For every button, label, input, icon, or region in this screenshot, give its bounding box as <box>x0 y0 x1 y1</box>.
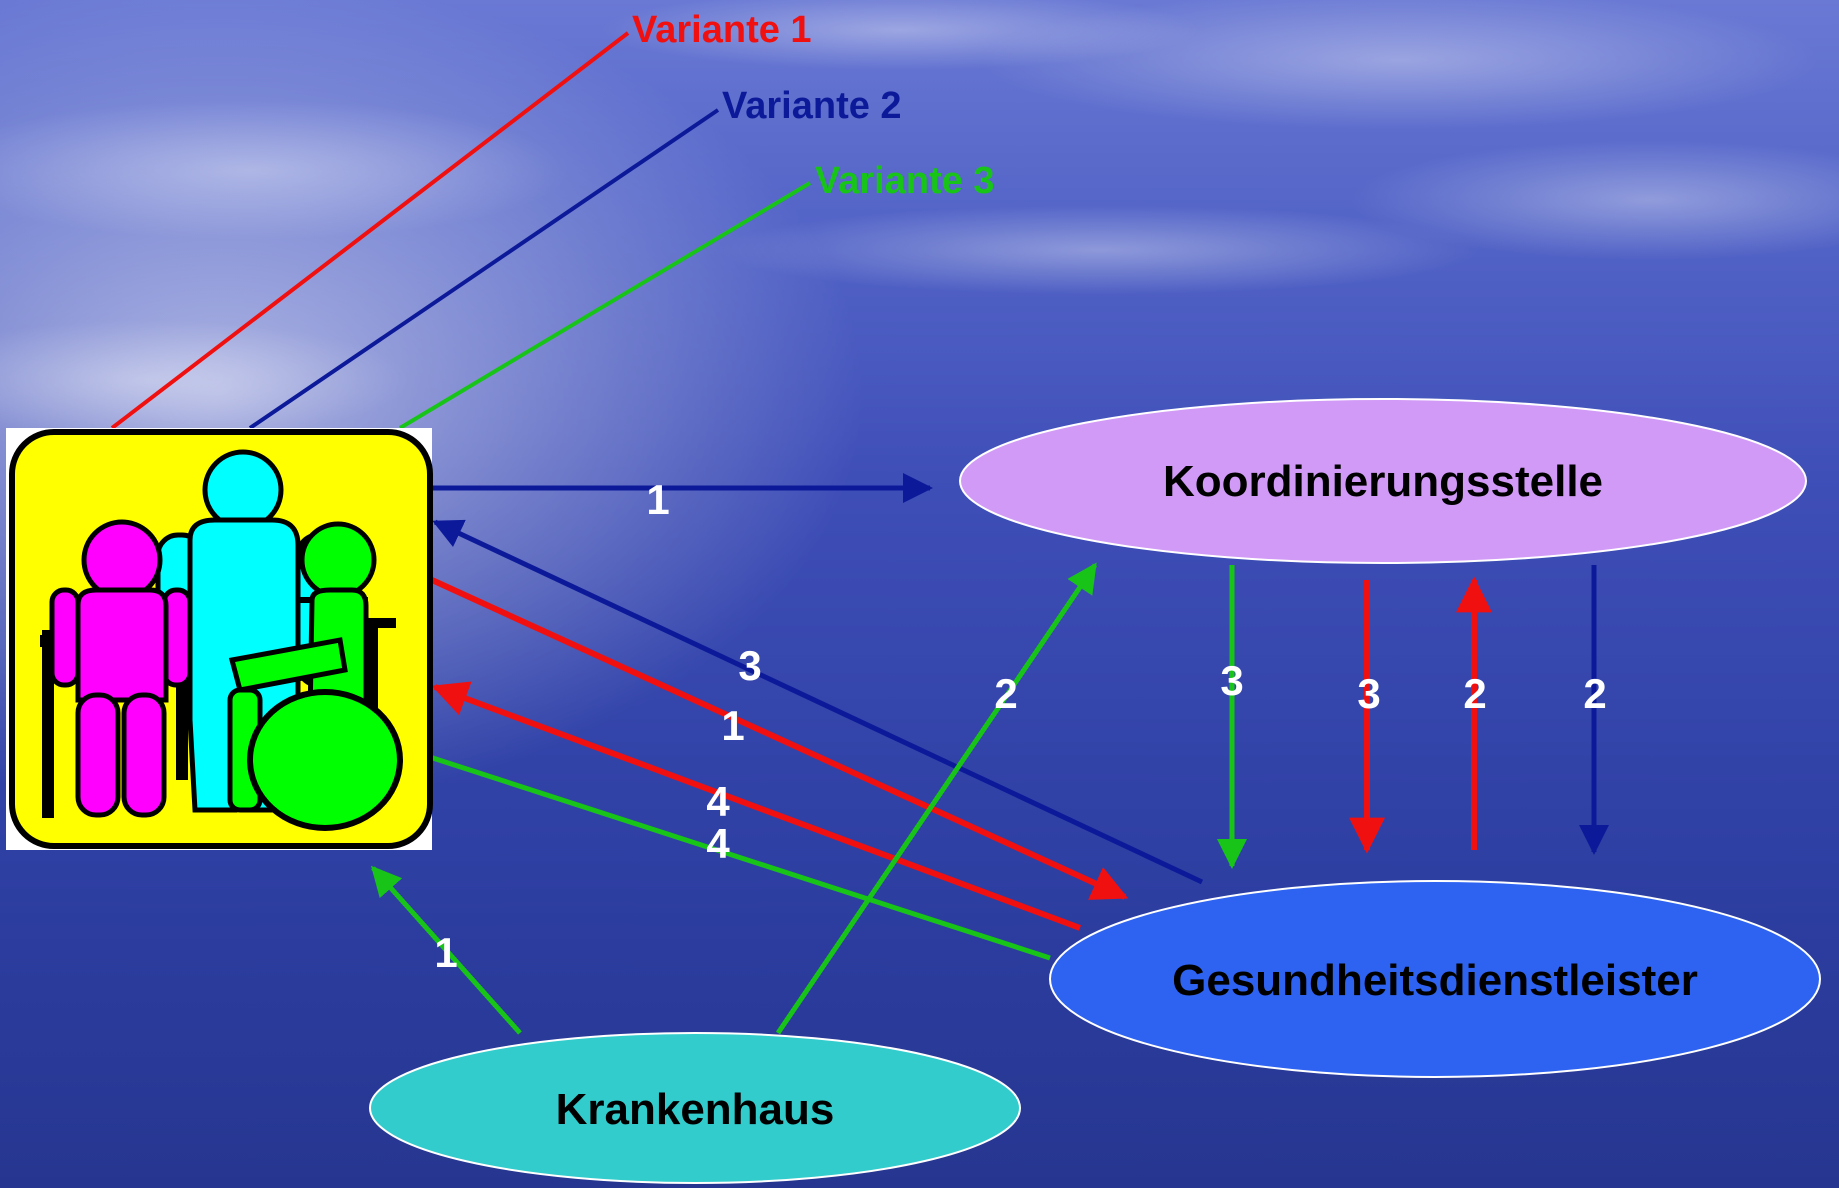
arrow-patient-to-provider-red <box>430 577 1129 900</box>
family-with-wheelchair-icon <box>6 428 433 850</box>
arrow-hospital-to-patient <box>371 865 522 1035</box>
legend-variant3: Variante 3 <box>815 160 995 202</box>
node-provider: Gesundheitsdienstleister <box>1049 880 1821 1078</box>
step-label: 1 <box>434 929 457 976</box>
step-label: 2 <box>1463 670 1486 717</box>
arrow-hospital-to-coordination <box>775 562 1098 1035</box>
step-label: 2 <box>1583 670 1606 717</box>
legend-line-variant3 <box>398 181 812 430</box>
legend-line-variant2 <box>248 108 720 430</box>
node-coordination: Koordinierungsstelle <box>959 398 1807 564</box>
step-label: 3 <box>738 642 761 689</box>
step-label: 2 <box>994 670 1017 717</box>
step-label: 4 <box>706 778 730 825</box>
step-label: 3 <box>1220 657 1243 704</box>
arrow-provider-to-patient-green <box>399 742 1051 961</box>
step-label: 1 <box>646 476 669 523</box>
step-label: 3 <box>1357 670 1380 717</box>
legend-variant1: Variante 1 <box>632 9 812 51</box>
legend-variant2: Variante 2 <box>722 85 902 127</box>
node-coordination-label: Koordinierungsstelle <box>1163 457 1603 506</box>
node-provider-label: Gesundheitsdienstleister <box>1172 956 1698 1005</box>
node-hospital: Krankenhaus <box>369 1032 1021 1184</box>
node-hospital-label: Krankenhaus <box>556 1085 835 1134</box>
step-label: 1 <box>721 702 744 749</box>
legend-line-variant1 <box>110 31 630 430</box>
arrow-provider-to-patient-blue <box>432 519 1204 885</box>
step-label: 4 <box>706 820 730 867</box>
arrow-provider-to-patient-red <box>431 681 1082 931</box>
